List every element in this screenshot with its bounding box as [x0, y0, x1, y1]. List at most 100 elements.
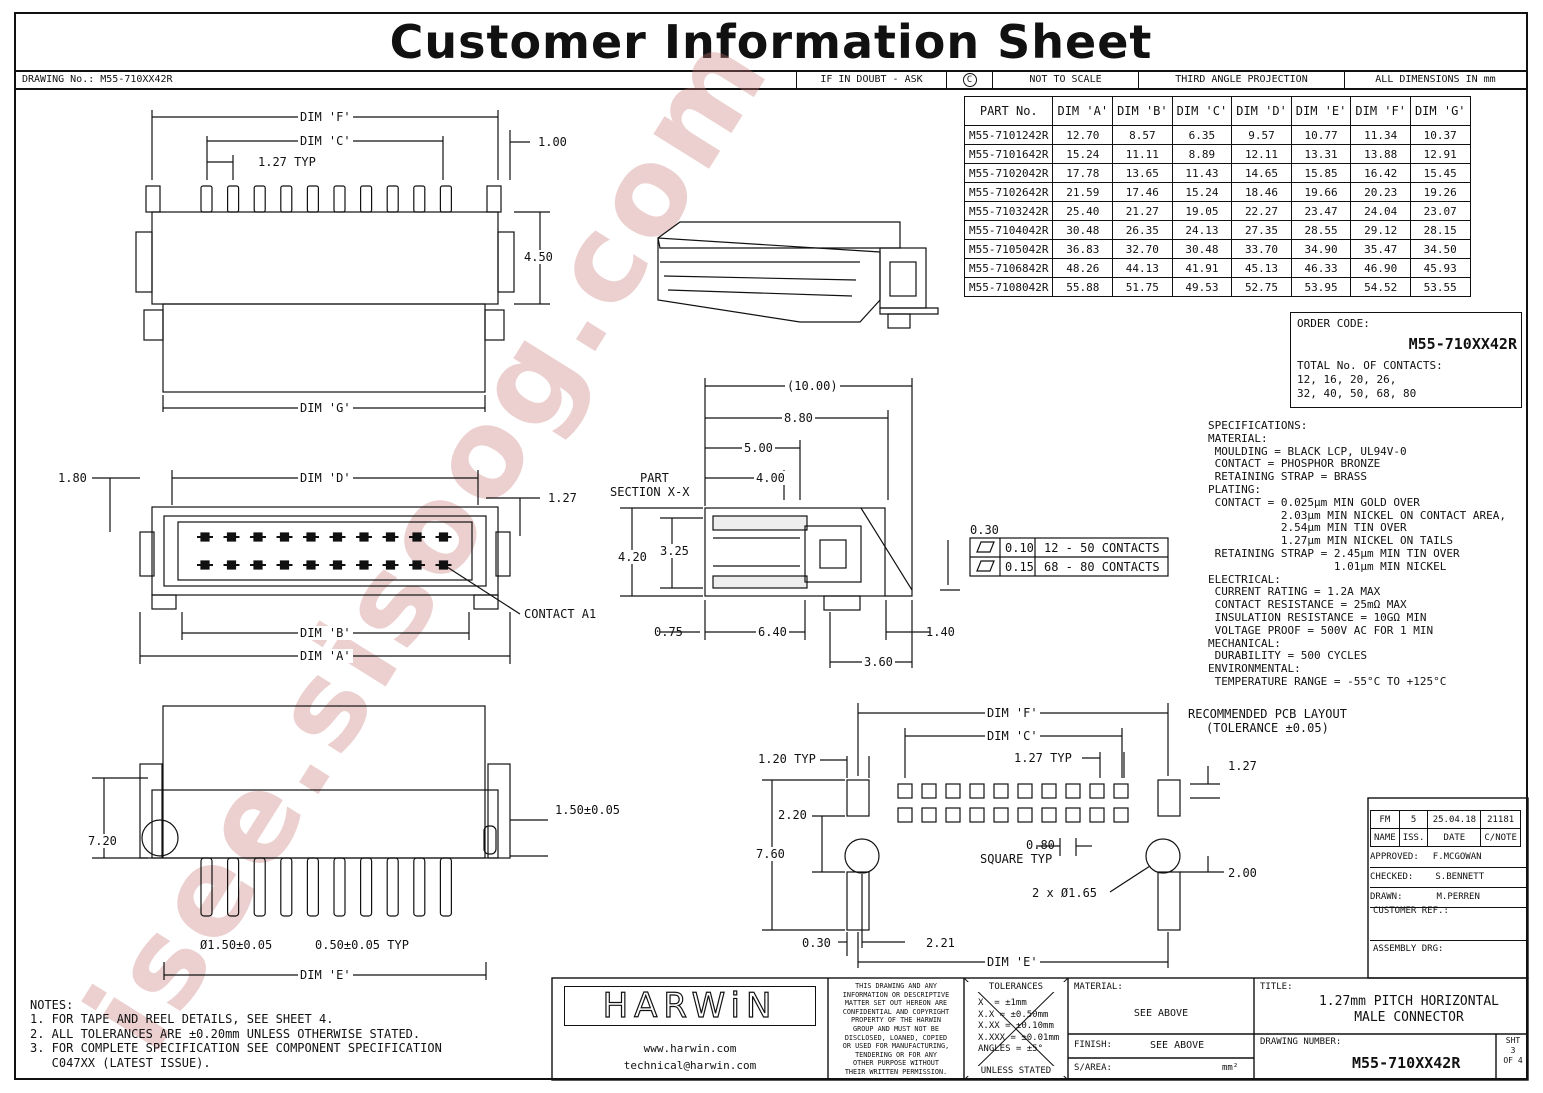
table-cell: 10.37: [1409, 125, 1471, 145]
front-view-pin: [226, 532, 237, 542]
bottom-d150: 1.50±0.05: [555, 803, 621, 817]
table-cell: 34.90: [1290, 239, 1352, 259]
pcb-title: RECOMMENDED PCB LAYOUT: [1188, 707, 1347, 721]
finish-value: SEE ABOVE: [1150, 1040, 1205, 1051]
material-label: MATERIAL:: [1074, 982, 1123, 992]
order-code-box: ORDER CODE: M55-710XX42R TOTAL No. OF CO…: [1290, 312, 1522, 408]
pcb-pad: [1065, 783, 1081, 799]
table-cell: 24.13: [1171, 220, 1233, 240]
section-d360: 3.60: [862, 655, 895, 669]
top-view-pin: [200, 185, 213, 213]
pcb-pad: [993, 807, 1009, 823]
bottom-view-tail: [413, 857, 426, 917]
front-view-pin: [438, 532, 449, 542]
front-view-pin: [253, 532, 263, 542]
dim-table-header: DIM 'D': [1231, 96, 1292, 126]
section-d420: 4.20: [618, 550, 647, 564]
table-cell: 53.55: [1409, 277, 1471, 297]
bottom-view-tail: [306, 857, 319, 917]
bottom-d720: 7.20: [88, 834, 117, 848]
flatness-2-range: 68 - 80 CONTACTS: [1044, 560, 1160, 574]
section-d400: 4.00: [754, 471, 787, 485]
email: technical@harwin.com: [623, 1059, 757, 1072]
pcb-pad: [1089, 807, 1105, 823]
table-cell: 49.53: [1171, 277, 1233, 297]
pcb-square: SQUARE TYP: [980, 852, 1053, 866]
top-dim-f: DIM 'F': [298, 110, 353, 124]
table-cell: 54.52: [1350, 277, 1411, 297]
top-d100: 1.00: [538, 135, 567, 149]
top-view-pin: [439, 185, 452, 213]
table-cell: M55-7108042R: [963, 277, 1054, 297]
pcb-d120: 1.20 TYP: [758, 752, 816, 766]
title-label: TITLE:: [1260, 982, 1293, 992]
order-code-label: ORDER CODE:: [1297, 317, 1370, 330]
customer-ref: CUSTOMER REF.:: [1373, 906, 1449, 916]
finish-label: FINISH:: [1074, 1040, 1112, 1050]
pcb-dim-e: DIM 'E': [985, 955, 1040, 969]
bottom-view-tail: [200, 857, 213, 917]
front-view-pin: [306, 532, 316, 542]
scale-label: NOT TO SCALE: [992, 72, 1138, 88]
table-cell: 51.75: [1112, 277, 1173, 297]
sarea-label: S/AREA:: [1074, 1063, 1112, 1073]
pcb-d200: 2.00: [1228, 866, 1257, 880]
notes: NOTES: 1. FOR TAPE AND REEL DETAILS, SEE…: [30, 998, 442, 1070]
part-title-1: 1.27mm PITCH HORIZONTAL: [1318, 994, 1499, 1009]
legal-notice: THIS DRAWING AND ANY INFORMATION OR DESC…: [842, 982, 950, 1076]
front-view-pin: [438, 560, 449, 570]
table-cell: 8.89: [1171, 144, 1233, 164]
pcb-pad: [1113, 807, 1129, 823]
table-cell: 12.91: [1409, 144, 1471, 164]
pcb-pad: [993, 783, 1009, 799]
table-cell: 19.26: [1409, 182, 1471, 202]
isometric-view: [657, 221, 939, 329]
front-view-pin: [279, 532, 290, 542]
pcb-d080: 0.80: [1026, 838, 1055, 852]
section-d075: 0.75: [654, 625, 683, 639]
top-view: [135, 110, 550, 412]
pcb-dim-c: DIM 'C': [985, 729, 1040, 743]
material-value: SEE ABOVE: [1133, 1008, 1189, 1019]
bottom-dim-e: DIM 'E': [298, 968, 353, 982]
pcb-pad: [969, 783, 985, 799]
table-cell: 24.04: [1350, 201, 1411, 221]
table-cell: 13.65: [1112, 163, 1173, 183]
drawing-no: DRAWING No.: M55-710XX42R: [22, 74, 173, 85]
front-view-pin: [200, 532, 210, 542]
top-dim-g: DIM 'G': [298, 401, 353, 415]
front-view-pin: [306, 560, 316, 570]
pcb-pad: [897, 783, 913, 799]
bottom-view-tail: [360, 857, 373, 917]
top-view-pin: [306, 185, 319, 213]
table-cell: 28.15: [1409, 220, 1471, 240]
front-view-pin: [359, 532, 369, 542]
contacts-values-2: 32, 40, 50, 68, 80: [1297, 387, 1417, 400]
front-view-pin: [279, 560, 290, 570]
sarea-unit: mm²: [1222, 1063, 1239, 1073]
pcb-pad: [945, 783, 961, 799]
bottom-view-tail: [280, 857, 293, 917]
section-d140: 1.40: [926, 625, 955, 639]
pcb-pad: [1089, 783, 1105, 799]
section-d325: 3.25: [660, 544, 689, 558]
bottom-view-tail: [227, 857, 240, 917]
pcb-d030: 0.30: [802, 936, 831, 950]
page-title: Customer Information Sheet: [389, 15, 1153, 69]
pcb-pad: [1017, 807, 1033, 823]
top-dim-c: DIM 'C': [298, 134, 353, 148]
sheet-border: [14, 12, 1528, 1080]
top-view-pin: [413, 185, 426, 213]
table-cell: 15.24: [1171, 182, 1233, 202]
top-view-pin: [253, 185, 266, 213]
pcb-d127typ: 1.27 TYP: [1014, 751, 1072, 765]
pcb-pad: [1065, 807, 1081, 823]
header-bar: DRAWING No.: M55-710XX42R IF IN DOUBT - …: [16, 70, 1526, 90]
drawing-number-label: DRAWING NUMBER:: [1260, 1037, 1342, 1047]
table-cell: M55-7102042R: [963, 163, 1054, 183]
